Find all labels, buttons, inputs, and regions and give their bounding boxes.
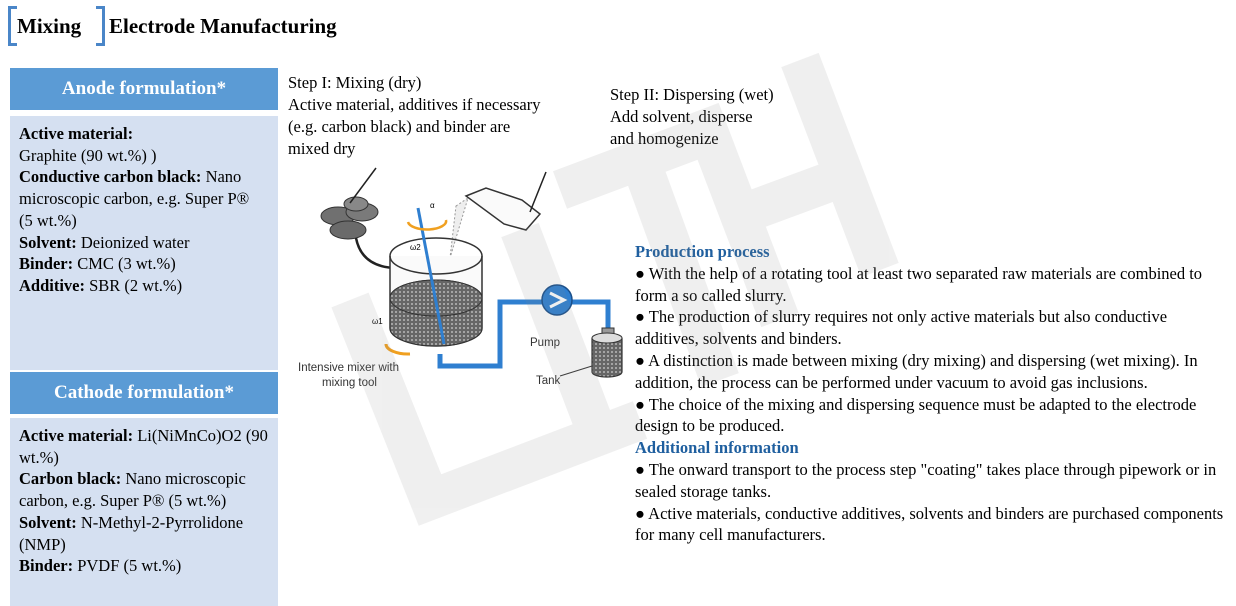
tank-pointer (559, 365, 593, 377)
pipe-to-pump (437, 299, 542, 369)
step-1-title: Step I: Mixing (dry) (288, 73, 422, 92)
pipe-to-tank (572, 299, 611, 330)
pointer-line (349, 167, 377, 204)
rotation-arrow-top (406, 219, 448, 231)
tank-label: Tank (536, 375, 561, 387)
anode-line: Graphite (90 wt.%) ) (19, 145, 157, 165)
production-heading: Production process (635, 242, 770, 261)
rotation-arrow-bottom (384, 343, 411, 356)
additional-bullet: ● The onward transport to the process st… (635, 459, 1217, 501)
anode-line: (5 wt.%) (19, 210, 77, 230)
mixing-process-diagram: α ω2 ω1 Pump Tank Intensive mixer with m… (298, 167, 623, 389)
title-bracket-right (96, 6, 105, 46)
title-mixing: Mixing (17, 14, 82, 38)
anode-line: Additive: SBR (2 wt.%) (19, 275, 183, 295)
intensive-mixer-icon (389, 237, 483, 347)
step-2-title: Step II: Dispersing (wet) (610, 85, 774, 104)
step-2-line: and homogenize (610, 129, 719, 148)
production-bullet: ● With the help of a rotating tool at le… (635, 263, 1203, 305)
anode-line: Binder: CMC (3 wt.%) (19, 254, 176, 274)
production-bullet: ● A distinction is made between mixing (… (635, 350, 1198, 392)
title-electrode-manufacturing: Electrode Manufacturing (109, 14, 337, 38)
cathode-line: Active material: Li(NiMnCo)O2 (90 wt.%) (19, 426, 268, 467)
step-2-text: Step II: Dispersing (wet) Add solvent, d… (610, 84, 870, 150)
step-2-line: Add solvent, disperse (610, 107, 753, 126)
anode-line: Conductive carbon black: Nano microscopi… (19, 167, 250, 209)
step-1-line: Active material, additives if necessary (288, 95, 541, 114)
step-1-line: mixed dry (288, 139, 356, 158)
omega-1-label: ω1 (372, 317, 383, 326)
powder-pile-icon (320, 196, 379, 240)
omega-2-label: ω2 (410, 243, 421, 252)
cathode-line: Binder: PVDF (5 wt.%) (19, 556, 182, 576)
mixer-label-line-2: mixing tool (322, 377, 377, 389)
pump-label: Pump (530, 337, 560, 349)
additional-heading: Additional information (635, 438, 799, 458)
anode-formulation: Active material: Graphite (90 wt.%) ) Co… (10, 116, 278, 370)
cathode-line: Carbon black: Nano microscopic carbon, e… (19, 469, 246, 511)
title-bracket-left (8, 6, 17, 46)
additional-bullet: ● Active materials, conductive additives… (635, 503, 1224, 545)
cathode-formulation: Active material: Li(NiMnCo)O2 (90 wt.%) … (10, 418, 278, 606)
pump-icon (541, 284, 573, 316)
mixing-tool-shaft (416, 207, 446, 345)
step-1-text: Step I: Mixing (dry) Active material, ad… (288, 72, 588, 160)
step-1-line: (e.g. carbon black) and binder are (288, 117, 511, 136)
anode-line: Solvent: Deionized water (19, 232, 190, 252)
tank-icon (591, 327, 623, 378)
alpha-label: α (430, 201, 435, 210)
anode-heading: Anode formulation* (10, 68, 278, 110)
cathode-line: Solvent: N-Methyl-2-Pyrrolidone (NMP) (19, 512, 244, 554)
process-description: Production process ● With the help of a … (635, 241, 1230, 546)
mixer-label-line-1: Intensive mixer with (298, 362, 399, 374)
production-bullet: ● The choice of the mixing and dispersin… (635, 394, 1197, 436)
cathode-heading: Cathode formulation* (10, 372, 278, 414)
production-bullet: ● The production of slurry requires not … (635, 307, 1168, 349)
solvent-flask-icon (449, 171, 547, 259)
anode-line: Active material: (19, 124, 134, 143)
